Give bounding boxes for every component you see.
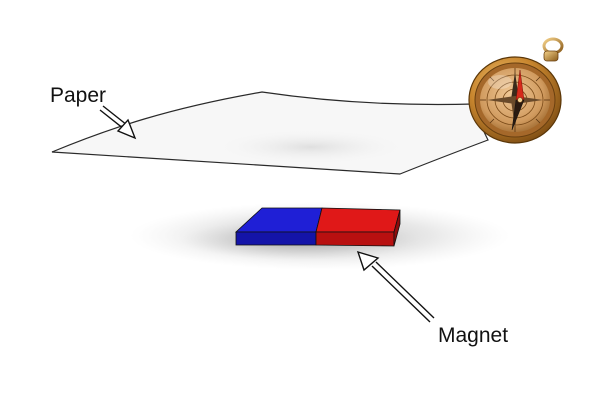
magnet-arrow-icon bbox=[356, 250, 435, 323]
paper-sheet bbox=[51, 91, 489, 175]
compass-icon bbox=[468, 37, 564, 144]
paper-label: Paper bbox=[50, 84, 106, 107]
bar-magnet-icon bbox=[234, 207, 401, 247]
magnet-label: Magnet bbox=[438, 324, 508, 347]
paper-arrow-icon bbox=[99, 105, 137, 140]
